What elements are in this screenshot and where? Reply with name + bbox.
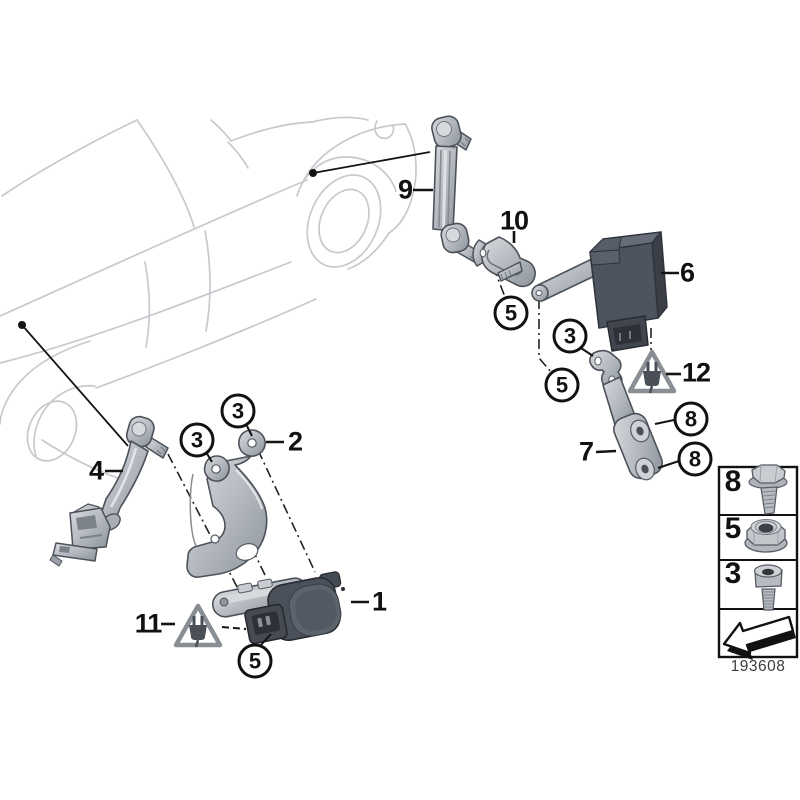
- electrical-connector-warning-icon-12: [627, 349, 677, 394]
- car-body-outline: [0, 116, 417, 479]
- circled-callout-text: 5: [555, 372, 569, 397]
- label-dashes: [105, 188, 681, 626]
- part-10-clamp-bracket: [472, 236, 536, 288]
- electrical-connector-warning-icon-11: [173, 603, 223, 648]
- callout-label-6: 6: [679, 257, 695, 288]
- legend-row-number-8: 8: [724, 465, 742, 498]
- circled-callout-3b: 3: [179, 422, 215, 458]
- callout-label-7: 7: [578, 436, 594, 467]
- circled-callout-text: 8: [688, 446, 702, 471]
- circled-callout-text: 5: [248, 648, 262, 673]
- circled-callout-text: 3: [231, 398, 245, 423]
- callout-label-2: 2: [287, 426, 303, 457]
- direction-arrow-icon: [722, 615, 796, 660]
- circled-callout-3a: 3: [220, 393, 256, 429]
- part-4-link-rod: [49, 415, 169, 567]
- part-2-bracket: [186, 429, 268, 578]
- lock-nut-icon: [744, 519, 788, 553]
- circled-callout-8a: 8: [673, 401, 709, 437]
- circled-callout-3c: 3: [552, 318, 588, 354]
- circled-callout-text: 5: [504, 300, 518, 325]
- socket-head-screw-icon: [753, 564, 783, 611]
- part-6-sensor: [531, 231, 668, 352]
- legend-row-number-3: 3: [724, 557, 742, 590]
- circled-callout-5b: 5: [544, 367, 580, 403]
- circled-callout-8b: 8: [677, 441, 713, 477]
- circled-callout-text: 8: [684, 406, 698, 431]
- legend-row-number-5: 5: [724, 512, 742, 545]
- leader-lines: [18, 151, 431, 447]
- diagram-number: 193608: [730, 658, 786, 675]
- callout-label-4: 4: [88, 455, 104, 486]
- part-7-bracket: [589, 349, 663, 481]
- callout-label-9: 9: [397, 174, 413, 205]
- legend-table: [717, 464, 799, 660]
- part-9-link-rod: [431, 115, 482, 264]
- circled-callout-5a: 5: [493, 295, 529, 331]
- callout-label-10: 10: [499, 205, 529, 236]
- callout-label-1: 1: [371, 586, 387, 617]
- callout-label-12: 12: [681, 357, 711, 388]
- hex-bolt-icon: [748, 464, 788, 515]
- callout-label-11: 11: [134, 608, 163, 639]
- circled-callout-5c: 5: [237, 643, 273, 679]
- circled-callout-text: 3: [563, 323, 577, 348]
- part-1-sensor: [211, 571, 345, 645]
- circled-callout-text: 3: [190, 427, 204, 452]
